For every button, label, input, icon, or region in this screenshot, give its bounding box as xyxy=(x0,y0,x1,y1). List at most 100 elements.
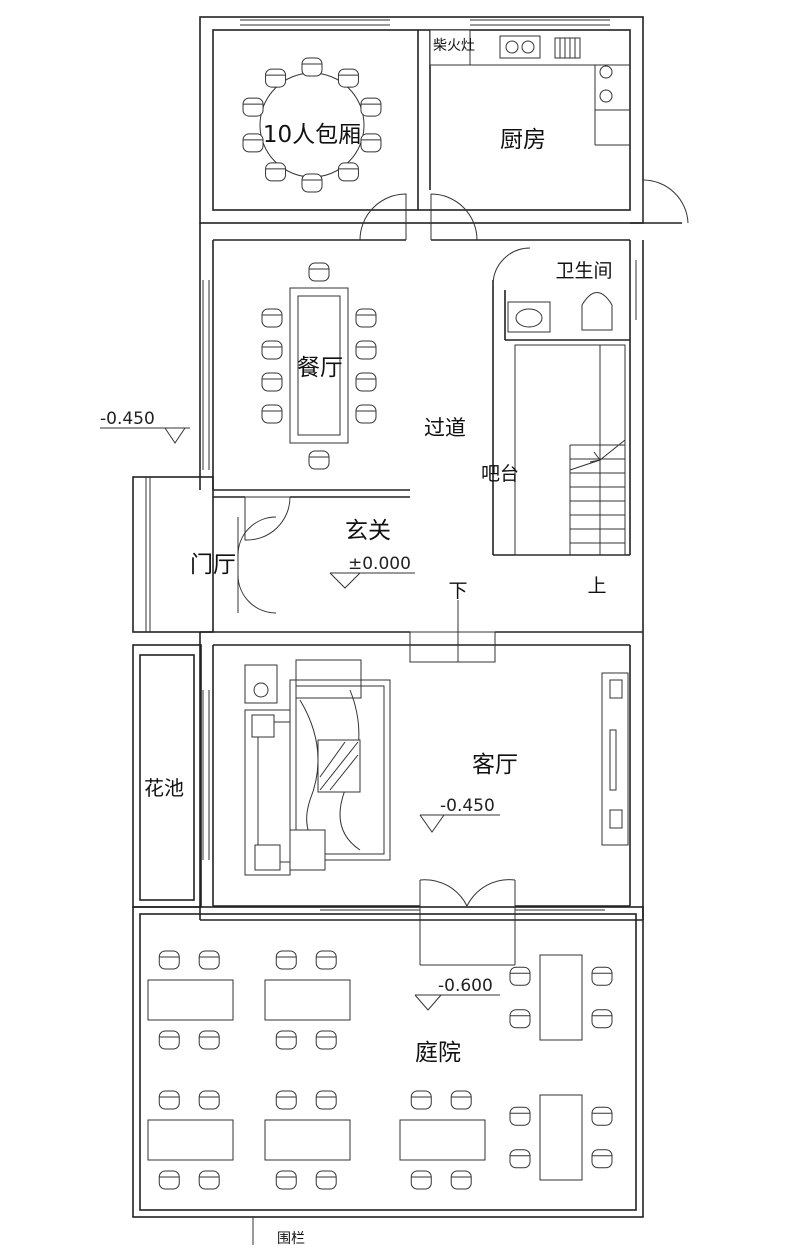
chair xyxy=(242,97,264,117)
chair xyxy=(275,1090,297,1110)
label-firewood-stove: 柴火灶 xyxy=(433,38,475,54)
chair xyxy=(337,68,359,88)
chair xyxy=(198,1030,220,1050)
label-dining: 餐厅 xyxy=(297,355,343,381)
label-bathroom: 卫生间 xyxy=(555,260,612,282)
label-flower-bed: 花池 xyxy=(144,776,184,800)
chair xyxy=(509,1106,531,1126)
chair xyxy=(301,173,323,193)
chair xyxy=(337,162,359,182)
label-corridor: 过道 xyxy=(424,416,466,440)
firewood-stove xyxy=(429,29,471,66)
chair xyxy=(198,950,220,970)
label-foyer: 玄关 xyxy=(345,518,391,544)
chair xyxy=(158,1170,180,1190)
courtyard-table-set xyxy=(264,950,351,1050)
chair xyxy=(360,133,382,153)
stair-down-label: 下 xyxy=(448,580,467,602)
burner xyxy=(599,65,613,79)
courtyard-table-set xyxy=(509,1094,613,1181)
chair xyxy=(158,1090,180,1110)
chair xyxy=(315,1030,337,1050)
courtyard-table xyxy=(147,1119,234,1161)
courtyard-table-set xyxy=(147,950,234,1050)
courtyard-table-set xyxy=(509,954,613,1041)
chair xyxy=(315,1090,337,1110)
doors xyxy=(237,179,689,966)
chair xyxy=(198,1090,220,1110)
chair xyxy=(591,1106,613,1126)
stair-up-label: 上 xyxy=(587,575,606,597)
sink xyxy=(499,35,541,59)
chair xyxy=(315,950,337,970)
chair xyxy=(509,1009,531,1029)
chair xyxy=(265,162,287,182)
label-private-room: 10人包厢 xyxy=(263,122,361,148)
elevation-west: -0.450 xyxy=(100,409,155,429)
courtyard-table xyxy=(539,1094,583,1181)
courtyard-table-set xyxy=(147,1090,234,1190)
elevation-foyer: ±0.000 xyxy=(348,554,411,574)
chair xyxy=(315,1170,337,1190)
washbasin xyxy=(515,308,543,328)
courtyard-table-set xyxy=(399,1090,486,1190)
courtyard-table xyxy=(147,979,234,1021)
toilet xyxy=(581,292,613,331)
chair xyxy=(265,68,287,88)
chair xyxy=(261,340,283,360)
chair xyxy=(410,1170,432,1190)
courtyard-table xyxy=(399,1119,486,1161)
chair xyxy=(275,1170,297,1190)
chair xyxy=(450,1090,472,1110)
chair xyxy=(275,1030,297,1050)
living-furniture xyxy=(244,659,629,876)
chair xyxy=(261,372,283,392)
label-courtyard: 庭院 xyxy=(415,1040,461,1066)
label-living: 客厅 xyxy=(472,752,518,778)
chair xyxy=(360,97,382,117)
walls xyxy=(132,16,682,1245)
chair xyxy=(450,1170,472,1190)
chair xyxy=(261,308,283,328)
chair xyxy=(242,133,264,153)
chair xyxy=(261,404,283,424)
label-bar: 吧台 xyxy=(481,463,519,485)
dining-table xyxy=(261,262,377,470)
elevation-courtyard: -0.600 xyxy=(438,976,493,996)
chair xyxy=(158,1030,180,1050)
chair xyxy=(509,966,531,986)
chair xyxy=(410,1090,432,1110)
labels: 10人包厢 厨房 柴火灶 卫生间 餐厅 过道 吧台 玄关 门厅 客厅 花池 庭院… xyxy=(100,38,613,1247)
chair xyxy=(308,262,330,282)
chair xyxy=(355,404,377,424)
courtyard-table xyxy=(264,979,351,1021)
label-railing: 围栏 xyxy=(277,1231,305,1247)
chair xyxy=(158,950,180,970)
bathroom-fixtures xyxy=(507,292,613,333)
courtyard-tables xyxy=(147,950,613,1190)
courtyard-table xyxy=(264,1119,351,1161)
burner xyxy=(599,89,613,103)
chair xyxy=(355,372,377,392)
chair xyxy=(275,950,297,970)
chair xyxy=(509,1149,531,1169)
chair xyxy=(198,1170,220,1190)
chair xyxy=(591,1149,613,1169)
staircase xyxy=(514,344,626,556)
chair xyxy=(591,966,613,986)
label-kitchen: 厨房 xyxy=(500,127,546,153)
chair xyxy=(591,1009,613,1029)
chair xyxy=(355,308,377,328)
kitchen-fixtures xyxy=(429,29,630,146)
tv-cabinet xyxy=(601,672,629,846)
elevation-markers xyxy=(100,427,500,1011)
chair xyxy=(301,57,323,77)
courtyard-table xyxy=(539,954,583,1041)
elevation-living: -0.450 xyxy=(440,796,495,816)
courtyard-table-set xyxy=(264,1090,351,1190)
chair xyxy=(355,340,377,360)
round-table-10-seat xyxy=(242,57,382,193)
chair xyxy=(308,450,330,470)
label-entry-hall: 门厅 xyxy=(190,552,236,578)
